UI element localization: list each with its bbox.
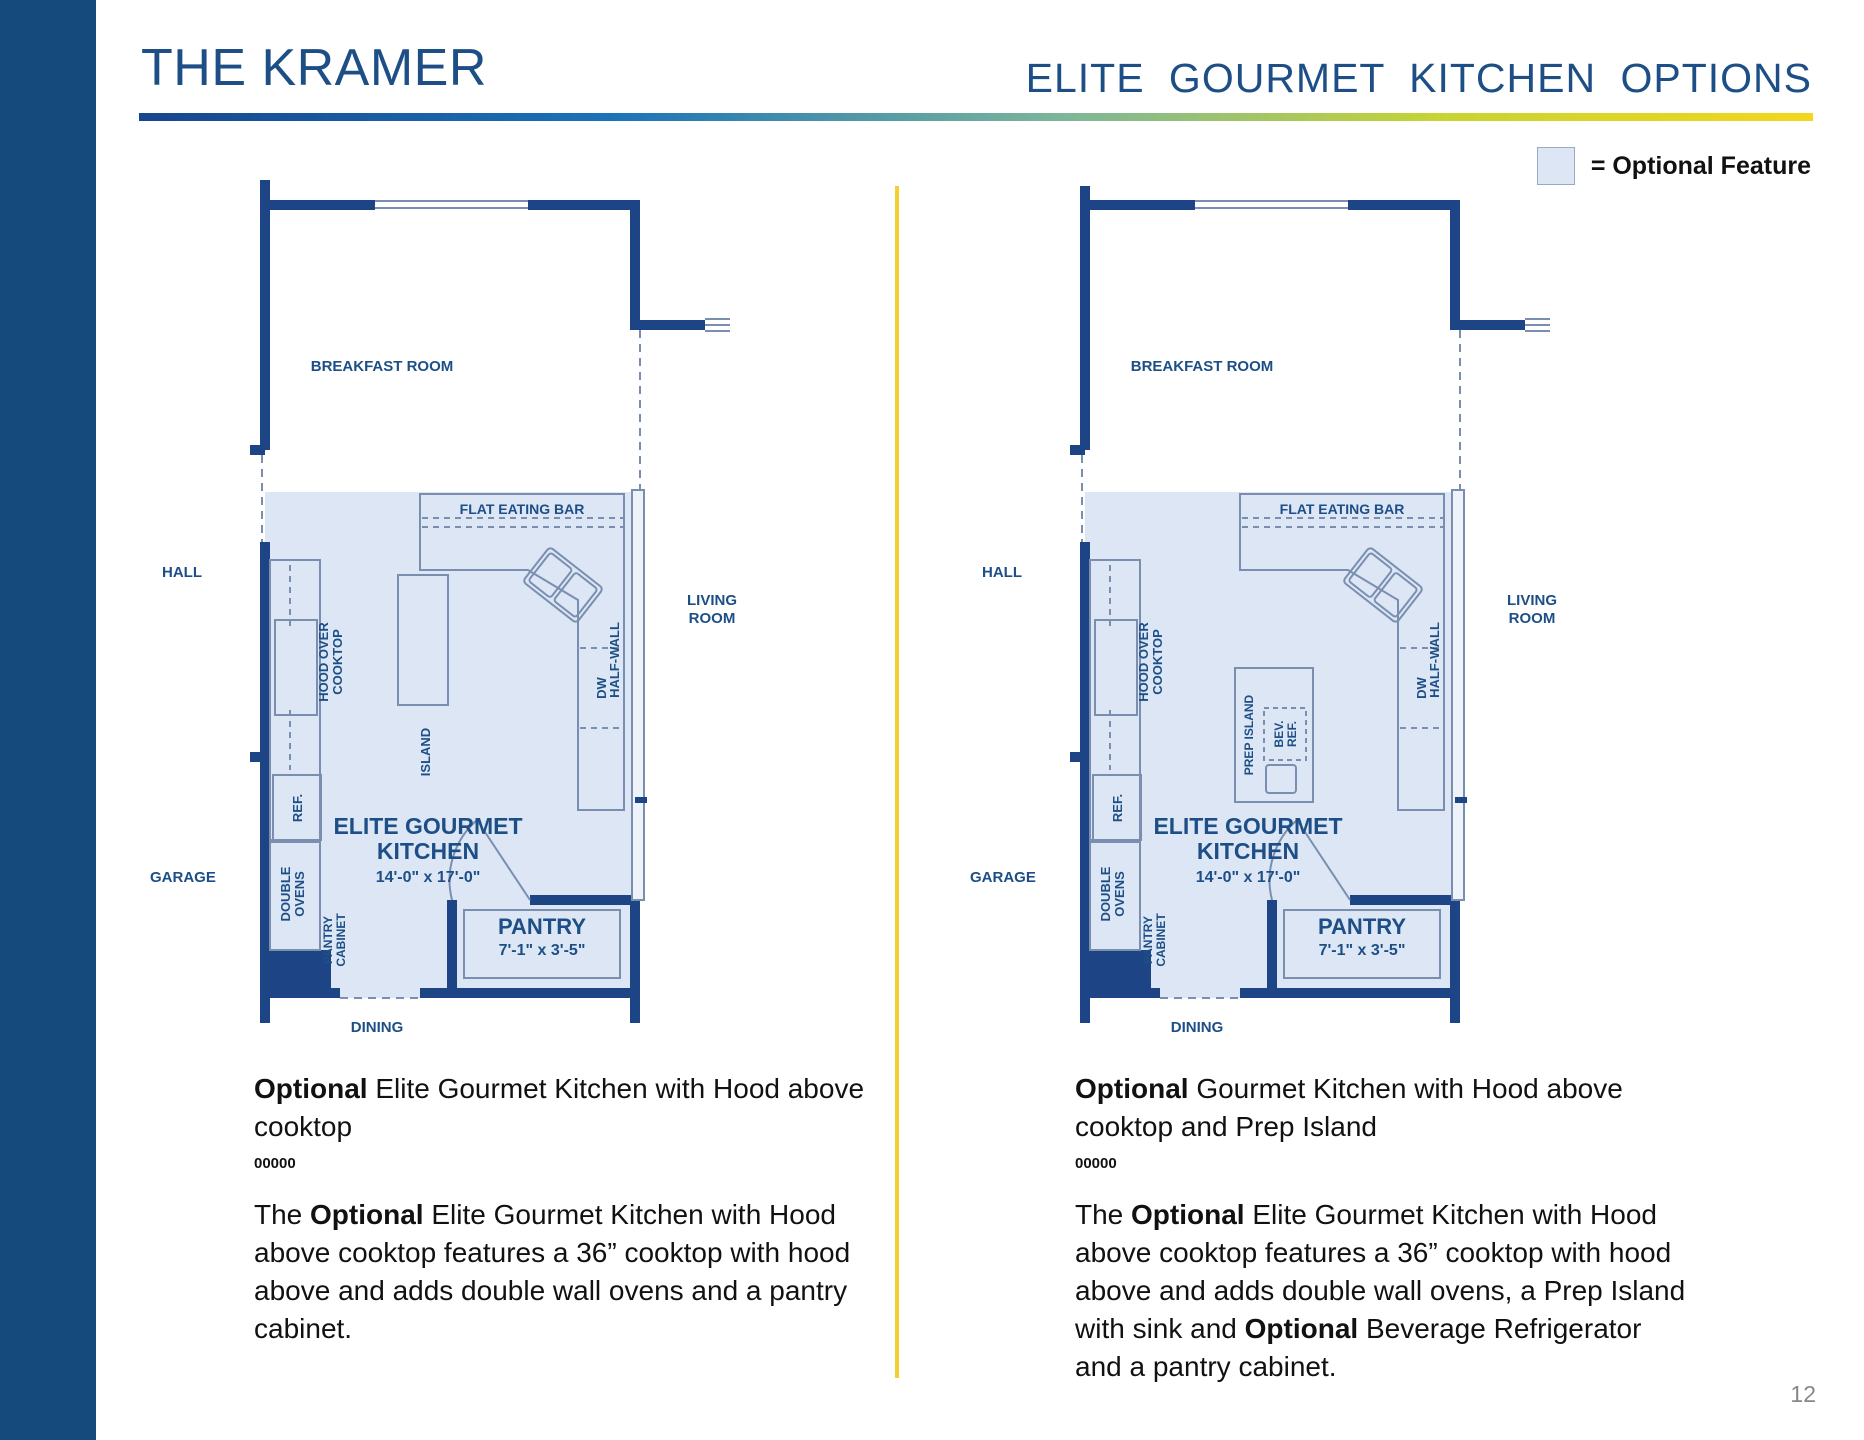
label-ref: REF.: [1110, 794, 1125, 822]
pantry-door-swing-icon: [1268, 818, 1351, 901]
option-description: The Optional Elite Gourmet Kitchen with …: [254, 1196, 874, 1348]
label-living: LIVING: [1507, 592, 1557, 609]
label-breakfast-room: BREAKFAST ROOM: [1131, 358, 1274, 375]
option-description: The Optional Elite Gourmet Kitchen with …: [1075, 1196, 1695, 1386]
walls: [250, 180, 705, 1023]
label-dishwasher: DW: [1414, 676, 1429, 698]
refrigerator-icon: [272, 774, 322, 841]
label-double: DOUBLE: [278, 866, 293, 921]
label-dishwasher: DW: [594, 676, 609, 698]
label-breakfast-room: BREAKFAST ROOM: [311, 358, 454, 375]
label-half-wall: HALF-WALL: [607, 622, 622, 698]
label-living-room: ROOM: [1509, 610, 1556, 627]
desc-bold: Optional: [310, 1199, 424, 1230]
desc-bold: Optional: [1244, 1313, 1359, 1344]
option-title-text: Elite Gourmet Kitchen with Hood above co…: [254, 1073, 865, 1142]
pantry-name: PANTRY: [498, 914, 586, 939]
option-title: Optional Gourmet Kitchen with Hood above…: [1075, 1070, 1695, 1146]
label-cabinet: CABINET: [1154, 913, 1168, 967]
pantry-door-swing-icon: [448, 818, 531, 901]
option-code: 00000: [1075, 1155, 1117, 1172]
label-hall: HALL: [162, 564, 202, 581]
kitchen-dimensions: 14'-0" x 17'-0": [376, 869, 481, 886]
sink-icon: [1343, 547, 1423, 623]
pantry-cabinet-block: [265, 950, 331, 993]
label-garage: GARAGE: [970, 869, 1036, 886]
label-dining: DINING: [1171, 1019, 1224, 1036]
option-title-bold: Optional: [1075, 1073, 1189, 1104]
prep-sink-icon: [1265, 764, 1297, 794]
kitchen-name-line2: KITCHEN: [377, 838, 479, 864]
fixtures: [1089, 489, 1467, 979]
label-garage: GARAGE: [150, 869, 216, 886]
option-title: Optional Elite Gourmet Kitchen with Hood…: [254, 1070, 874, 1146]
label-pantry: PANTRY: [1141, 916, 1155, 964]
window-openings: [375, 200, 730, 332]
label-cabinet: CABINET: [334, 913, 348, 967]
label-hood-over: HOOD OVER: [1136, 622, 1151, 702]
label-ovens: OVENS: [1112, 871, 1127, 917]
option-title-bold: Optional: [254, 1073, 368, 1104]
option-title-text: Gourmet Kitchen with Hood above cooktop …: [1075, 1073, 1623, 1142]
label-prep-island: PREP ISLAND: [1242, 694, 1256, 775]
fixtures: [269, 489, 647, 979]
legend: = Optional Feature: [1536, 146, 1811, 186]
label-half-wall: HALF-WALL: [1427, 622, 1442, 698]
label-dining: DINING: [351, 1019, 404, 1036]
desc-part: The: [254, 1199, 311, 1230]
desc-bold: Optional: [1131, 1199, 1245, 1230]
desc-part: Elite Gourmet Kitchen with Hood above co…: [1075, 1199, 1686, 1344]
label-double: DOUBLE: [1098, 866, 1113, 921]
label-flat-eating-bar: FLAT EATING BAR: [1280, 501, 1405, 517]
label-cooktop: COOKTOP: [1150, 629, 1165, 695]
caption-option-1: Optional Elite Gourmet Kitchen with Hood…: [254, 1070, 874, 1348]
prep-island: [1234, 667, 1314, 803]
label-pantry: PANTRY: [321, 916, 335, 964]
cooktop-icon: [1094, 619, 1138, 716]
walls: [1070, 186, 1525, 1023]
page-heading: ELITE GOURMET KITCHEN OPTIONS: [1025, 55, 1812, 101]
beverage-refrigerator: [1263, 707, 1307, 761]
pantry-dimensions: 7'-1" x 3'-5": [499, 942, 586, 959]
dashed-lines: [1081, 330, 1461, 999]
sink-icon: [523, 547, 603, 623]
desc-part: The: [1075, 1199, 1132, 1230]
kitchen-name-line1: ELITE GOURMET: [333, 813, 522, 839]
kitchen-name-line2: KITCHEN: [1197, 838, 1299, 864]
kitchen-island: [397, 574, 449, 706]
dashed-lines: [261, 330, 641, 999]
label-ovens: OVENS: [292, 871, 307, 917]
label-living: LIVING: [687, 592, 737, 609]
page-number: 12: [1790, 1381, 1816, 1407]
label-hall: HALL: [982, 564, 1022, 581]
label-ref: REF.: [290, 794, 305, 822]
window-openings: [1195, 200, 1550, 332]
legend-label: = Optional Feature: [1590, 151, 1811, 180]
label-cooktop: COOKTOP: [330, 629, 345, 695]
brand-title: THE KRAMER: [141, 39, 487, 97]
pantry-cabinet-block: [1085, 950, 1151, 993]
pantry-dimensions: 7'-1" x 3'-5": [1319, 942, 1406, 959]
sidebar-band: [0, 0, 96, 1440]
desc-part: Elite Gourmet Kitchen with Hood above co…: [254, 1199, 851, 1344]
refrigerator-icon: [1092, 774, 1142, 841]
label-flat-eating-bar: FLAT EATING BAR: [460, 501, 585, 517]
floor-plan-1: BREAKFAST ROOM FLAT EATING BAR HALL LIVI…: [150, 180, 737, 1036]
kitchen-name-line1: ELITE GOURMET: [1153, 813, 1342, 839]
gradient-rule: [139, 113, 1813, 121]
caption-option-2: Optional Gourmet Kitchen with Hood above…: [1075, 1070, 1695, 1386]
column-divider: [895, 186, 899, 1378]
desc-part: Beverage Refrigerator and a pantry cabin…: [1075, 1313, 1642, 1382]
cooktop-icon: [274, 619, 318, 716]
label-living-room: ROOM: [689, 610, 736, 627]
label-island: ISLAND: [418, 728, 433, 776]
option-code: 00000: [254, 1155, 296, 1172]
pantry-name: PANTRY: [1318, 914, 1406, 939]
kitchen-dimensions: 14'-0" x 17'-0": [1196, 869, 1301, 886]
label-bev: BEV.: [1272, 721, 1286, 748]
label-bev-ref: REF.: [1285, 721, 1299, 747]
label-hood-over: HOOD OVER: [316, 622, 331, 702]
optional-feature-swatch: [1536, 147, 1575, 185]
floor-plan-2: BREAKFAST ROOM FLAT EATING BAR HALL LIVI…: [970, 186, 1557, 1036]
